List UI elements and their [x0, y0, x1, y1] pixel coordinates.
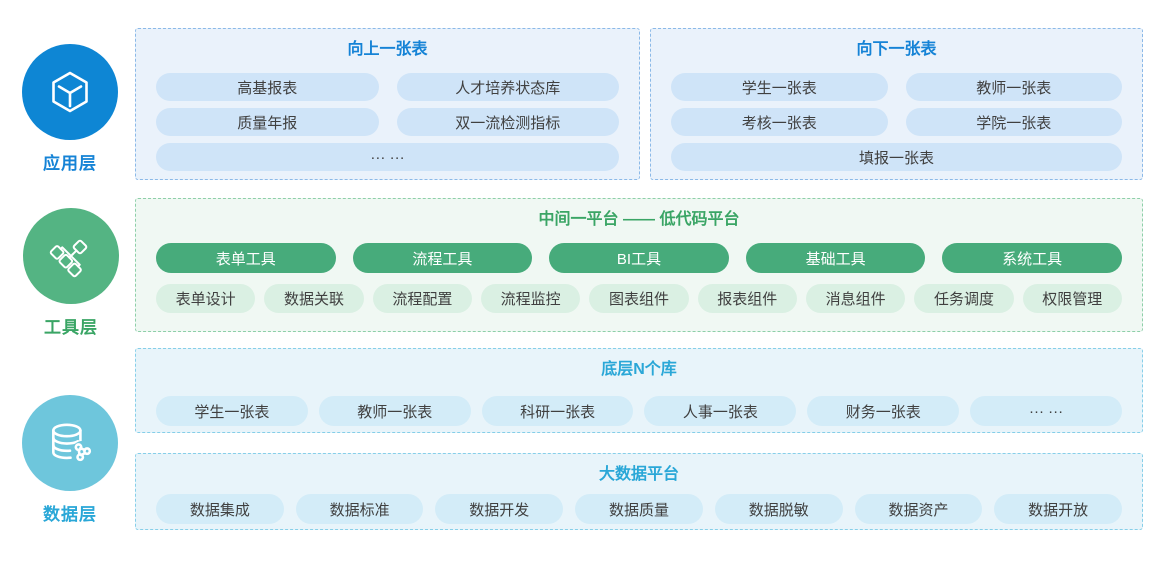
database-share-icon [52, 423, 94, 463]
bigdata-pill: 数据脱敏 [714, 494, 843, 524]
bigdata-pill: 数据开发 [435, 494, 564, 524]
base-databases-pill-row: 学生一张表 教师一张表 科研一张表 人事一张表 财务一张表 ··· ··· [156, 396, 1122, 426]
down-table-pill: 教师一张表 [905, 73, 1122, 101]
tool-button: BI工具 [549, 243, 729, 273]
up-table-more-pill: ··· ··· [156, 143, 619, 171]
up-table-pill: 双一流检测指标 [396, 108, 619, 136]
down-table-title: 向下一张表 [856, 41, 937, 58]
application-layer-label: 应用层 [43, 154, 97, 173]
base-databases-title: 底层N个库 [601, 361, 677, 378]
feature-pill: 报表组件 [697, 284, 797, 313]
database-pill: 人事一张表 [644, 396, 797, 426]
feature-pill: 权限管理 [1022, 284, 1122, 313]
tool-button: 系统工具 [942, 243, 1122, 273]
tool-layer-label: 工具层 [44, 318, 98, 337]
bigdata-pill: 数据资产 [854, 494, 983, 524]
up-table-pill-grid: 高基报表 人才培养状态库 质量年报 双一流检测指标 [156, 73, 619, 136]
section-down-table: 向下一张表 学生一张表 教师一张表 考核一张表 学院一张表 填报一张表 [650, 28, 1143, 180]
feature-pill: 流程监控 [480, 284, 581, 313]
down-table-pill-grid: 学生一张表 教师一张表 考核一张表 学院一张表 [671, 73, 1122, 136]
feature-pill: 任务调度 [914, 284, 1014, 313]
workflow-icon [49, 239, 88, 278]
bigdata-pill-row: 数据集成 数据标准 数据开发 数据质量 数据脱敏 数据资产 数据开放 [156, 494, 1123, 524]
feature-pill: 流程配置 [372, 284, 472, 313]
up-table-title: 向上一张表 [347, 41, 428, 58]
layer-data: 数据层 [0, 395, 140, 525]
bigdata-pill: 数据开放 [994, 494, 1123, 524]
database-pill: 学生一张表 [156, 396, 308, 426]
layer-application: 应用层 [0, 44, 140, 174]
bigdata-pill: 数据集成 [156, 494, 284, 524]
down-table-pill: 学院一张表 [905, 108, 1122, 136]
tool-button: 表单工具 [156, 243, 336, 273]
down-table-pill: 考核一张表 [671, 108, 888, 136]
section-platform: 中间一平台 —— 低代码平台 表单工具 流程工具 BI工具 基础工具 系统工具 … [135, 198, 1143, 332]
feature-pill: 表单设计 [156, 284, 256, 313]
bigdata-pill: 数据标准 [295, 494, 424, 524]
data-layer-label: 数据层 [43, 505, 97, 524]
database-pill: 教师一张表 [318, 396, 471, 426]
tool-layer-circle [23, 208, 119, 304]
down-table-pill: 学生一张表 [671, 73, 888, 101]
feature-pill: 数据关联 [264, 284, 364, 313]
database-pill: 财务一张表 [807, 396, 960, 426]
section-bigdata: 大数据平台 数据集成 数据标准 数据开发 数据质量 数据脱敏 数据资产 数据开放 [135, 453, 1143, 530]
tool-button: 基础工具 [745, 243, 926, 273]
tool-button: 流程工具 [352, 243, 533, 273]
layer-tool: 工具层 [1, 208, 141, 338]
up-table-pill: 高基报表 [156, 73, 379, 101]
up-table-pill: 人才培养状态库 [396, 73, 619, 101]
platform-tool-row: 表单工具 流程工具 BI工具 基础工具 系统工具 [156, 243, 1122, 273]
feature-pill: 图表组件 [589, 284, 689, 313]
data-layer-circle [22, 395, 118, 491]
section-base-databases: 底层N个库 学生一张表 教师一张表 科研一张表 人事一张表 财务一张表 ··· … [135, 348, 1143, 433]
database-pill: 科研一张表 [481, 396, 634, 426]
section-up-table: 向上一张表 高基报表 人才培养状态库 质量年报 双一流检测指标 ··· ··· [135, 28, 640, 180]
cube-icon [52, 71, 88, 113]
platform-title: 中间一平台 —— 低代码平台 [538, 211, 740, 228]
feature-pill: 消息组件 [805, 284, 906, 313]
down-table-wide-pill: 填报一张表 [671, 143, 1122, 171]
bigdata-title: 大数据平台 [598, 466, 679, 483]
application-layer-circle [22, 44, 118, 140]
platform-feature-row: 表单设计 数据关联 流程配置 流程监控 图表组件 报表组件 消息组件 任务调度 … [156, 284, 1122, 313]
database-pill: ··· ··· [970, 396, 1122, 426]
up-table-pill: 质量年报 [156, 108, 379, 136]
bigdata-pill: 数据质量 [575, 494, 703, 524]
